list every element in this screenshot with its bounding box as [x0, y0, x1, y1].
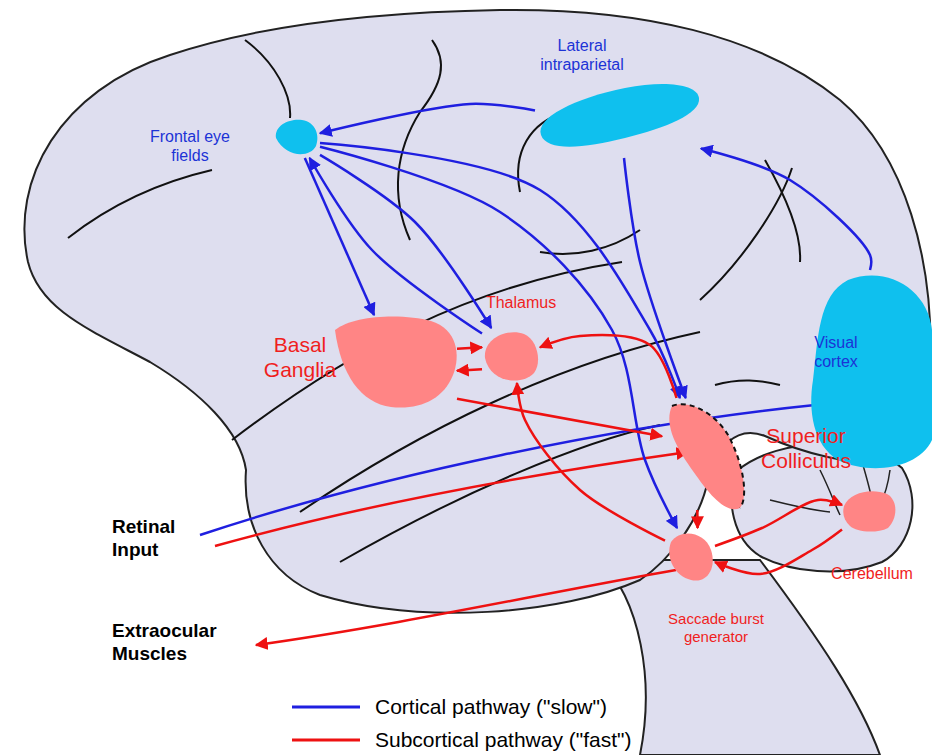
legend-line-sample — [292, 739, 360, 742]
region-label: Visual cortex — [814, 334, 858, 370]
legend-text: Cortical pathway ("slow") — [375, 695, 607, 718]
region-label: Frontal eye fields — [150, 128, 230, 164]
brain-region: Superior Colliculus — [662, 398, 747, 510]
brain-region: Basal Ganglia — [333, 315, 457, 410]
region-label-box: Superior Colliculus — [741, 423, 871, 473]
brain-region: Cerebellum — [842, 488, 897, 533]
region-border — [672, 404, 744, 508]
region-label: Saccade burst generator — [668, 610, 764, 645]
brain-region: Saccade burst generator — [665, 528, 715, 583]
region-fill — [669, 534, 713, 581]
region-label-box: Cerebellum — [831, 564, 913, 583]
io-label: Extraocular Muscles — [112, 620, 217, 664]
region-label: Lateral intraparietal — [540, 37, 624, 73]
region-label: Superior Colliculus — [761, 424, 851, 472]
brain-region: Thalamus — [482, 328, 540, 383]
motor-output-line — [256, 570, 676, 645]
cortical-connector — [320, 147, 677, 528]
subcortical-connector — [457, 399, 662, 436]
region-fill — [540, 84, 699, 147]
region-label: Basal Ganglia — [264, 333, 336, 381]
region-label-box: Saccade burst generator — [666, 610, 766, 646]
subcortical-connector — [517, 383, 665, 541]
cortical-connector — [320, 143, 680, 398]
io-label: Retinal Input — [112, 516, 175, 560]
region-label-box: Frontal eye fields — [140, 127, 240, 165]
brain-region: Frontal eye fields — [272, 118, 320, 158]
cerebrum-outline — [24, 10, 930, 613]
retinal-cortical-line — [200, 405, 815, 535]
io-label-box: Retinal Input — [112, 516, 192, 562]
region-fill — [485, 332, 538, 380]
io-label-box: Extraocular Muscles — [112, 620, 232, 666]
region-shape — [842, 488, 897, 533]
cortical-connector — [320, 104, 535, 133]
cortical-connector — [305, 158, 374, 315]
region-fill — [276, 120, 318, 155]
subcortical-connector — [540, 335, 677, 398]
region-shape — [535, 80, 701, 158]
cortical-connector — [320, 155, 491, 328]
cortical-connector — [310, 158, 482, 333]
legend-line-sample — [292, 706, 360, 709]
brain-region: Lateral intraparietal — [535, 80, 701, 158]
legend-entry: Subcortical pathway ("fast") — [375, 727, 632, 752]
region-fill — [335, 316, 457, 407]
legend-entry: Cortical pathway ("slow") — [375, 694, 607, 719]
region-label-box: Basal Ganglia — [250, 332, 350, 382]
region-label-box: Visual cortex — [801, 333, 871, 371]
region-label: Thalamus — [486, 294, 556, 311]
region-label: Cerebellum — [831, 565, 913, 582]
cortical-connector — [701, 148, 871, 270]
region-label-box: Thalamus — [486, 293, 556, 312]
region-shape — [272, 118, 320, 158]
region-fill — [669, 404, 744, 509]
cortical-connector — [624, 158, 686, 398]
region-shape — [333, 315, 457, 410]
subcortical-connector — [696, 510, 699, 528]
legend-text: Subcortical pathway ("fast") — [375, 728, 632, 751]
subcortical-connector — [715, 500, 842, 546]
region-fill — [843, 491, 895, 531]
region-shape — [662, 398, 747, 510]
subcortical-connector — [715, 529, 842, 574]
region-label-box: Lateral intraparietal — [517, 36, 647, 74]
subcortical-connector — [457, 347, 482, 349]
region-shape — [665, 528, 715, 583]
retinal-subcortical-line — [215, 452, 688, 546]
sulci — [68, 40, 800, 562]
subcortical-connector — [457, 369, 482, 371]
brainstem — [600, 560, 880, 755]
region-shape — [482, 328, 540, 383]
